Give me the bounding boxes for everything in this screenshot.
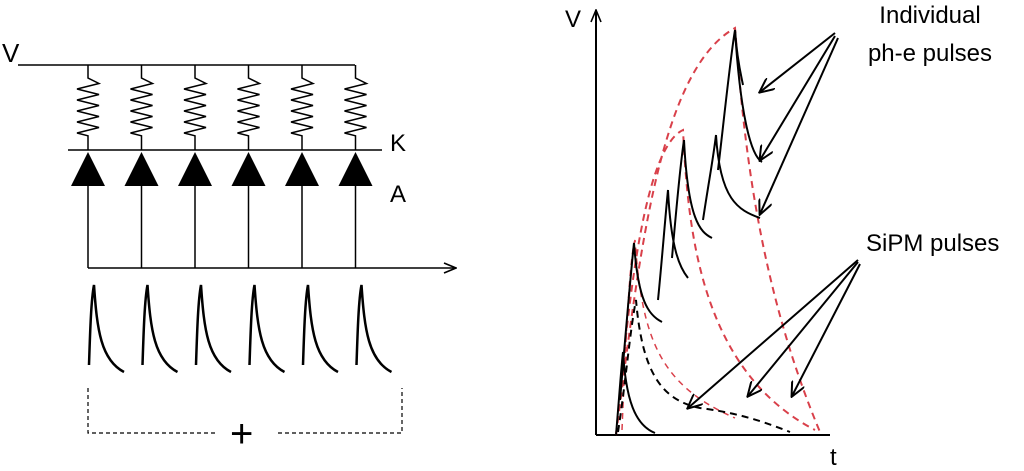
sipm-arrows xyxy=(688,259,861,408)
quench-resistor xyxy=(130,65,155,150)
pulse-plot xyxy=(596,10,861,436)
x-axis-label: t xyxy=(830,444,837,471)
cell-pulse xyxy=(141,284,179,374)
quench-resistor xyxy=(290,65,316,150)
individual-pulses xyxy=(615,29,763,436)
diode-symbol xyxy=(338,152,373,186)
cell-pulse xyxy=(301,284,339,374)
quench-resistor xyxy=(344,65,369,150)
sum-symbol: + xyxy=(230,412,254,456)
envelope-inner xyxy=(615,128,816,436)
cell-pulse xyxy=(355,284,393,374)
cell-pulse xyxy=(194,284,232,374)
diode-symbol xyxy=(285,152,319,186)
sipm-pulse-small xyxy=(617,299,791,433)
cathode-label: K xyxy=(390,130,407,157)
individual-pulses-label-line1: Individual xyxy=(879,2,981,29)
quench-resistor xyxy=(183,65,209,150)
individual-pulses-label-line2: ph-e pulses xyxy=(867,40,993,67)
cell-pulse xyxy=(248,284,286,374)
y-axis-label: V xyxy=(565,6,582,33)
sum-bracket xyxy=(87,388,403,434)
quench-resistor xyxy=(237,65,262,150)
quench-resistor xyxy=(76,65,102,150)
supply-voltage-label: V xyxy=(2,38,20,68)
anode-label: A xyxy=(390,181,407,208)
cell-pulse xyxy=(87,284,125,374)
individual-arrows xyxy=(760,32,839,214)
diode-symbol xyxy=(231,152,266,186)
envelope-outer xyxy=(615,26,821,436)
diode-symbol xyxy=(124,152,159,186)
diode-symbol xyxy=(71,152,105,186)
diode-symbol xyxy=(178,152,212,186)
sipm-pulses-label: SiPM pulses xyxy=(866,230,1000,257)
sipm-circuit xyxy=(18,64,456,434)
